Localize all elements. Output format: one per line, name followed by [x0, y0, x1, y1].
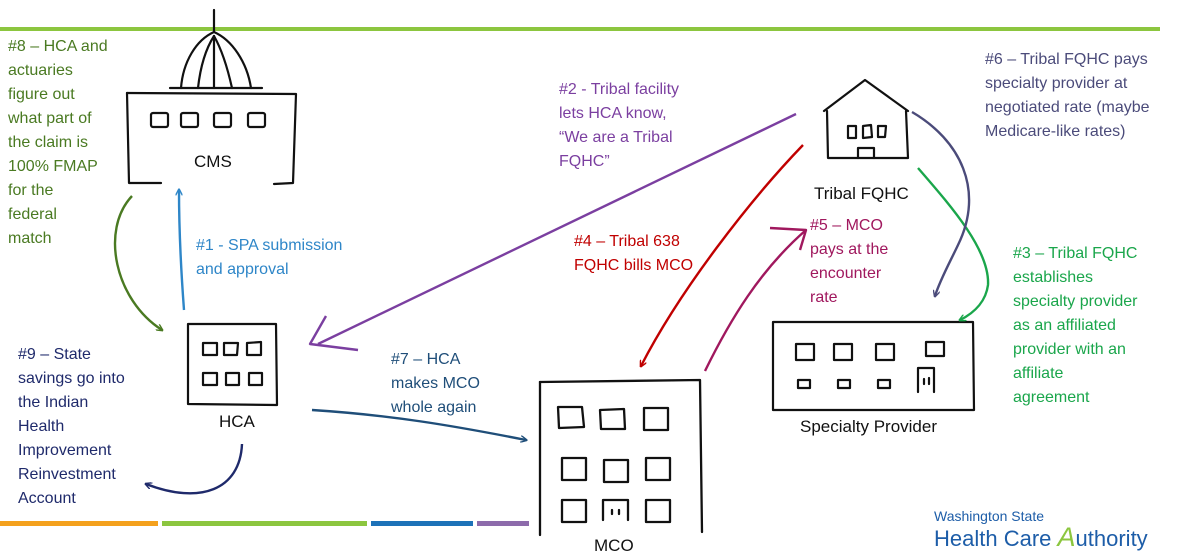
mco-label: MCO — [594, 536, 634, 555]
arrow-step5-head — [769, 226, 808, 251]
arrow-step7 — [311, 408, 526, 440]
step5-text: #5 – MCO pays at the encounter rate — [810, 217, 889, 306]
logo-line2: Health Care Authority — [934, 522, 1148, 553]
tribal-fqhc-building-icon — [822, 78, 910, 160]
arrow-step6 — [911, 110, 971, 296]
logo-line2-prefix: Health Care — [934, 526, 1058, 551]
hca-label: HCA — [219, 412, 255, 431]
step8-text: #8 – HCA and actuaries figure out what p… — [8, 38, 108, 247]
logo-line2-suffix: uthority — [1075, 526, 1148, 551]
hca-building-icon — [186, 322, 279, 407]
mco-building-icon — [538, 378, 704, 537]
step9-text: #9 – State savings go into the Indian He… — [18, 346, 125, 507]
hca-logo: Washington State Health Care Authority — [934, 508, 1179, 556]
step7-text: #7 – HCA makes MCO whole again — [391, 351, 480, 416]
arrow-step9 — [146, 443, 244, 495]
cms-label: CMS — [194, 152, 232, 171]
step6-text: #6 – Tribal FQHC pays specialty provider… — [985, 51, 1150, 140]
cms-building-icon — [125, 8, 298, 186]
arrow-step2-head — [308, 315, 359, 352]
logo-highlight-letter: A — [1057, 522, 1076, 552]
step3-text: #3 – Tribal FQHC establishes specialty p… — [1013, 245, 1138, 406]
specialty-provider-building-icon — [771, 320, 976, 412]
arrow-step4 — [641, 144, 804, 366]
tribal-fqhc-label: Tribal FQHC — [814, 184, 909, 203]
arrow-step3 — [917, 167, 990, 320]
step1-text: #1 - SPA submission and approval — [196, 237, 343, 278]
logo-line1: Washington State — [934, 508, 1044, 524]
arrow-step8 — [113, 195, 162, 330]
bottom-rule — [0, 521, 529, 526]
arrow-step1 — [179, 190, 186, 311]
step2-text: #2 - Tribal facility lets HCA know, “We … — [559, 81, 680, 170]
specialty-provider-label: Specialty Provider — [800, 417, 938, 436]
step4-text: #4 – Tribal 638 FQHC bills MCO — [574, 233, 694, 274]
arrow-step5 — [703, 229, 807, 372]
arrow-step2 — [317, 112, 797, 346]
